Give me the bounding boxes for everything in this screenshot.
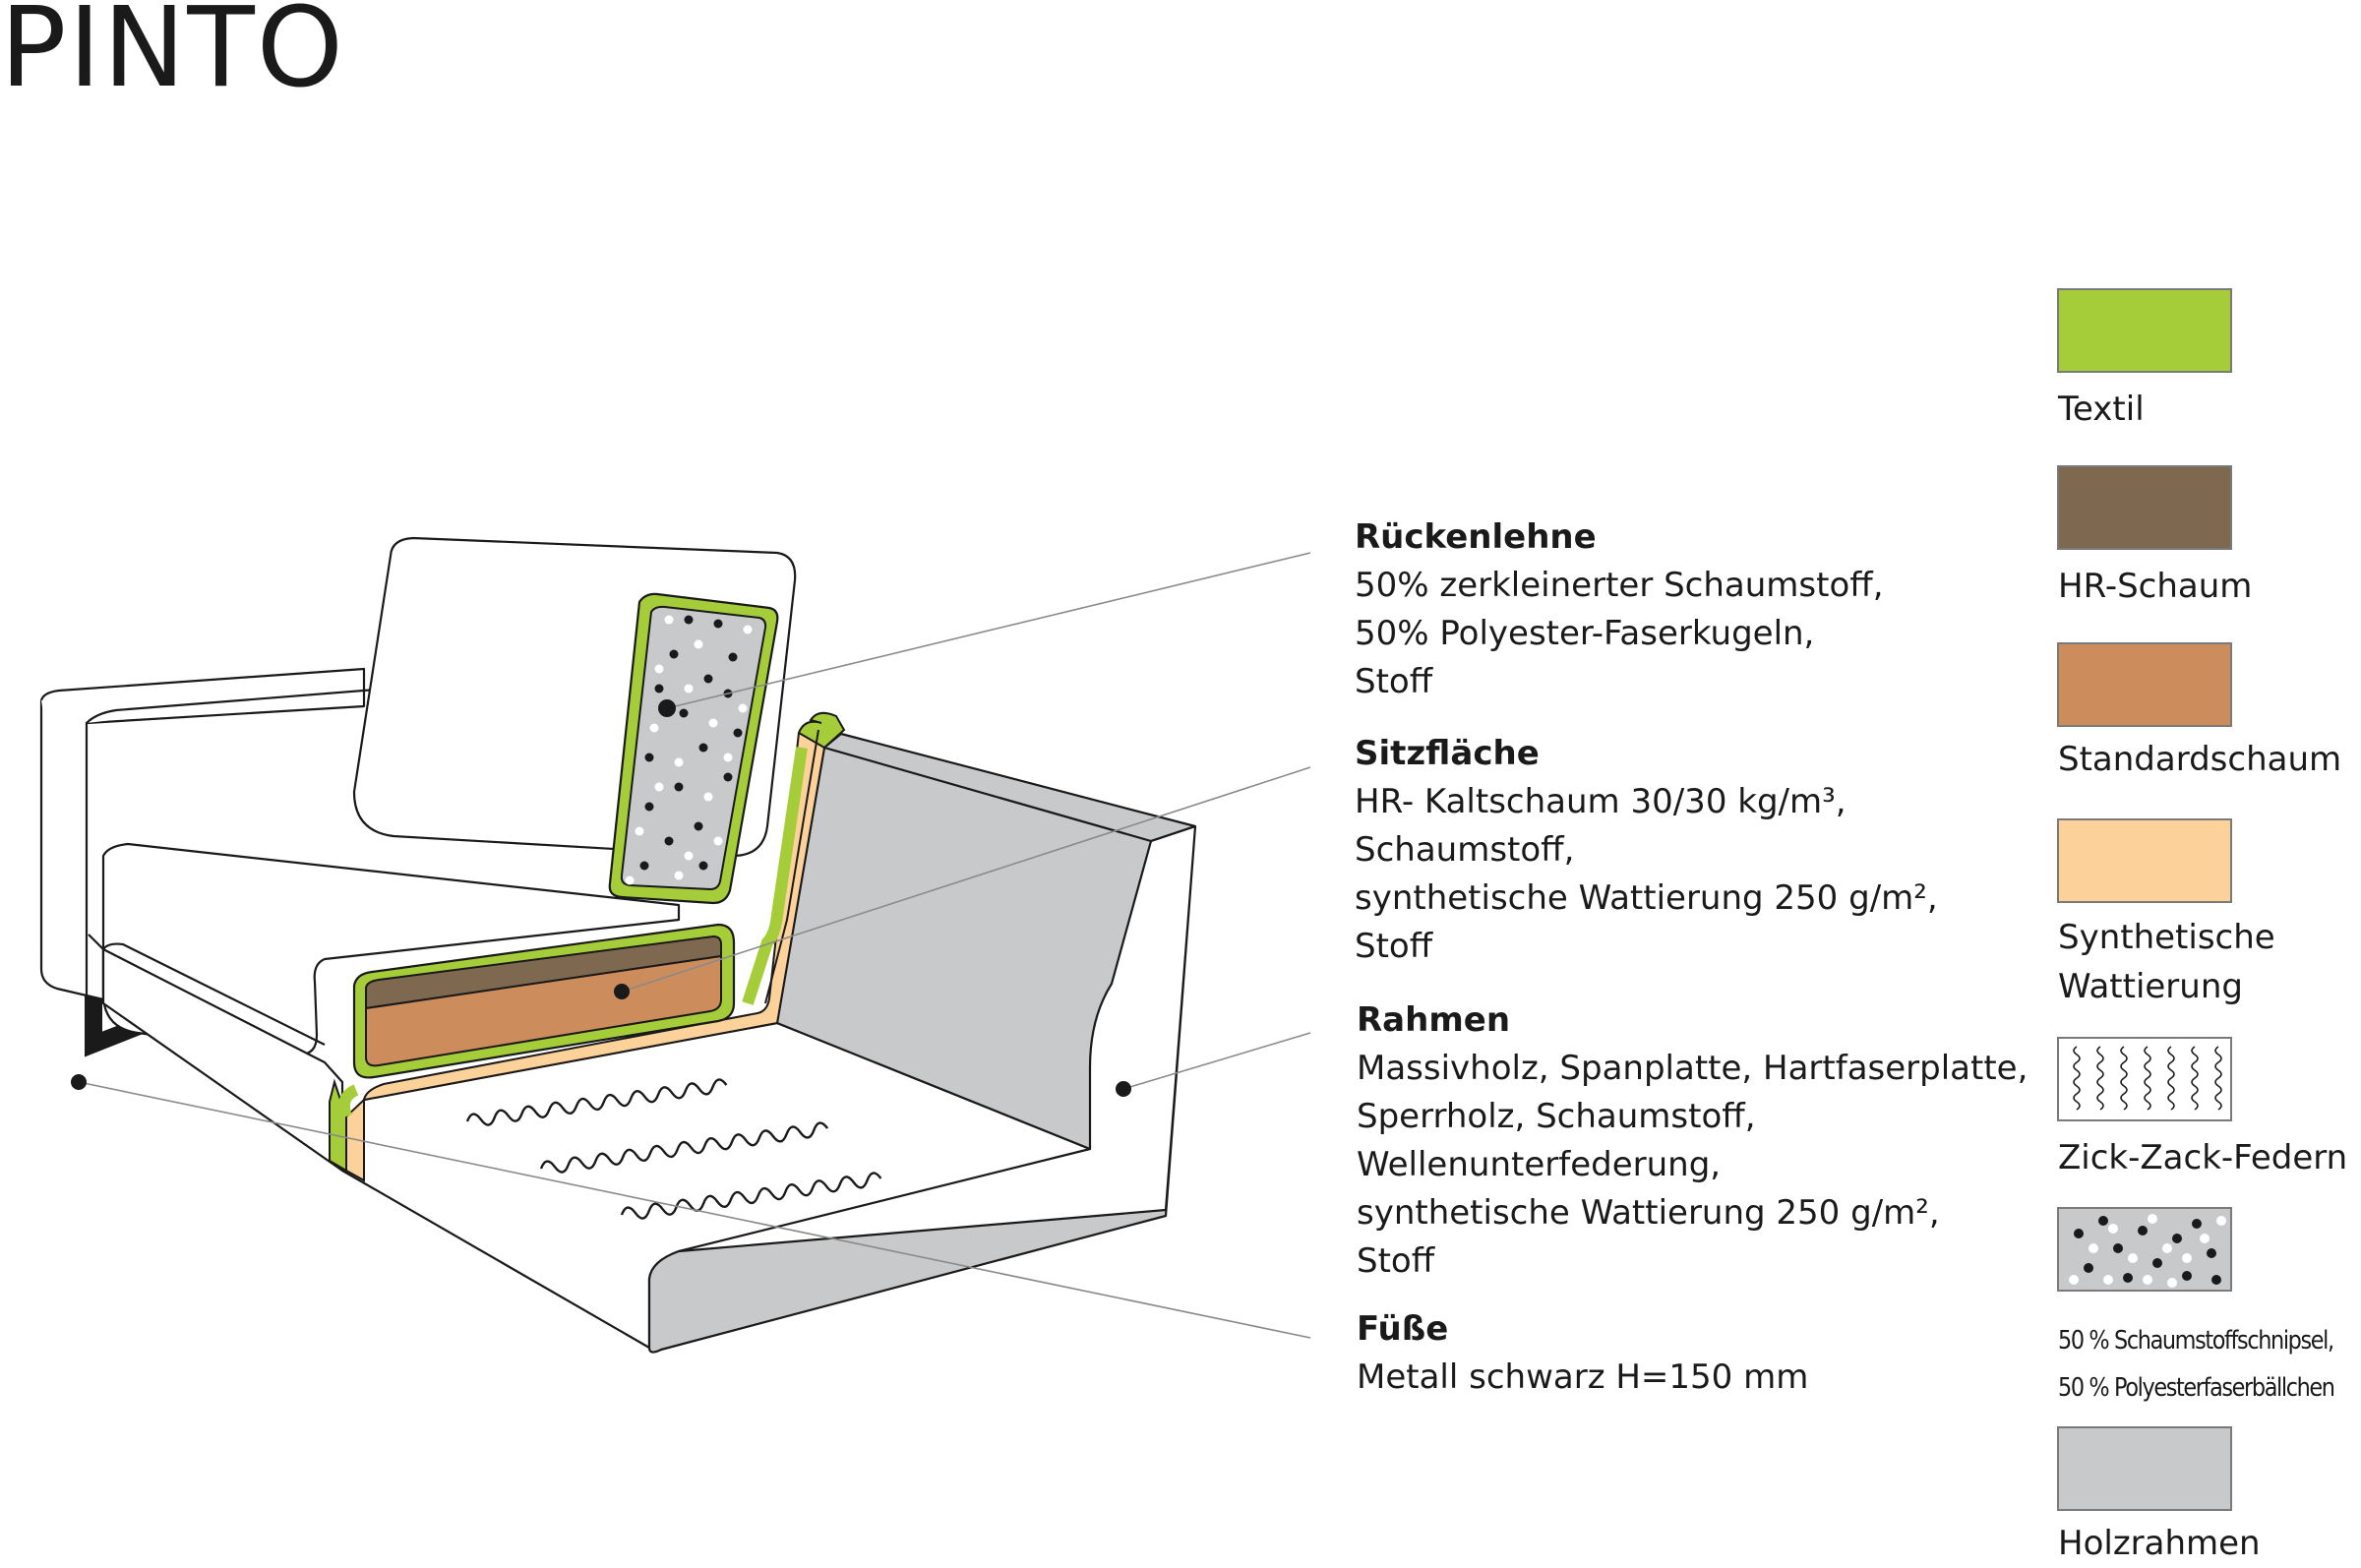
legend-label: 50 % Polyesterfaserbällchen xyxy=(2058,1373,2335,1403)
callout-line: Schaumstoff, xyxy=(1355,830,1575,870)
callout-line: HR- Kaltschaum 30/30 kg/m³, xyxy=(1355,782,1846,821)
dots-pattern-icon xyxy=(2069,1214,2226,1288)
callout-fuesse: Füße Metall schwarz H=150 mm xyxy=(1357,1305,1808,1402)
legend-label: HR-Schaum xyxy=(2058,567,2253,606)
callout-heading: Rückenlehne xyxy=(1355,517,1597,557)
leader-dots xyxy=(71,699,1131,1097)
foam-chips-swatch xyxy=(2057,1207,2232,1292)
textil-swatch xyxy=(2057,288,2232,373)
legend-label: 50 % Schaumstoffschnipsel, xyxy=(2058,1326,2334,1356)
hr-schaum-swatch xyxy=(2057,465,2232,550)
callout-heading: Füße xyxy=(1357,1309,1449,1349)
callout-line: synthetische Wattierung 250 g/m², xyxy=(1355,878,1938,918)
leader-lines xyxy=(78,552,1311,1339)
seat-standard-foam-layer xyxy=(365,954,722,1067)
standardschaum-swatch xyxy=(2057,642,2232,727)
seat-cushion-outline xyxy=(101,842,681,1056)
legend-label: Wattierung xyxy=(2058,967,2243,1006)
callout-heading: Sitzfläche xyxy=(1355,734,1540,773)
callout-line: Sperrholz, Schaumstoff, xyxy=(1357,1097,1756,1136)
armrest-outline xyxy=(39,667,390,1001)
callout-line: Stoff xyxy=(1357,1241,1435,1281)
callout-line: 50% zerkleinerter Schaumstoff, xyxy=(1355,566,1884,605)
seat-hr-foam-layer xyxy=(365,935,722,1010)
callout-heading: Rahmen xyxy=(1357,1000,1511,1040)
legend-label: Synthetische xyxy=(2058,918,2275,957)
wattierung-swatch xyxy=(2057,818,2232,903)
callout-rahmen: Rahmen Massivholz, Spanplatte, Hartfaser… xyxy=(1357,996,2028,1286)
legend-label: Holzrahmen xyxy=(2058,1524,2261,1563)
back-fill-layer xyxy=(620,605,767,891)
callout-line: Stoff xyxy=(1355,927,1433,966)
callout-line: Wellenunterfederung, xyxy=(1357,1145,1722,1184)
springs-pattern-icon xyxy=(2073,1046,2222,1111)
callout-line: 50% Polyester-Faserkugeln, xyxy=(1355,614,1815,653)
callout-line: Stoff xyxy=(1355,662,1433,701)
holzrahmen-swatch xyxy=(2057,1426,2232,1511)
springs-swatch xyxy=(2057,1037,2232,1121)
callout-sitzflaeche: Sitzfläche HR- Kaltschaum 30/30 kg/m³, S… xyxy=(1355,730,1938,971)
legend-label: Textil xyxy=(2058,390,2145,429)
page-title: PINTO xyxy=(0,0,345,112)
callout-line: synthetische Wattierung 250 g/m², xyxy=(1357,1193,1940,1233)
zigzag-springs xyxy=(465,1078,882,1220)
legend-label: Zick-Zack-Federn xyxy=(2058,1138,2348,1177)
callout-line: Metall schwarz H=150 mm xyxy=(1357,1357,1809,1397)
callout-line: Massivholz, Spanplatte, Hartfaserplatte, xyxy=(1357,1049,2028,1088)
legend-label: Standardschaum xyxy=(2058,740,2342,779)
back-fill-dots xyxy=(625,615,753,885)
callout-rueckenlehne: Rückenlehne 50% zerkleinerter Schaumstof… xyxy=(1355,513,1884,706)
